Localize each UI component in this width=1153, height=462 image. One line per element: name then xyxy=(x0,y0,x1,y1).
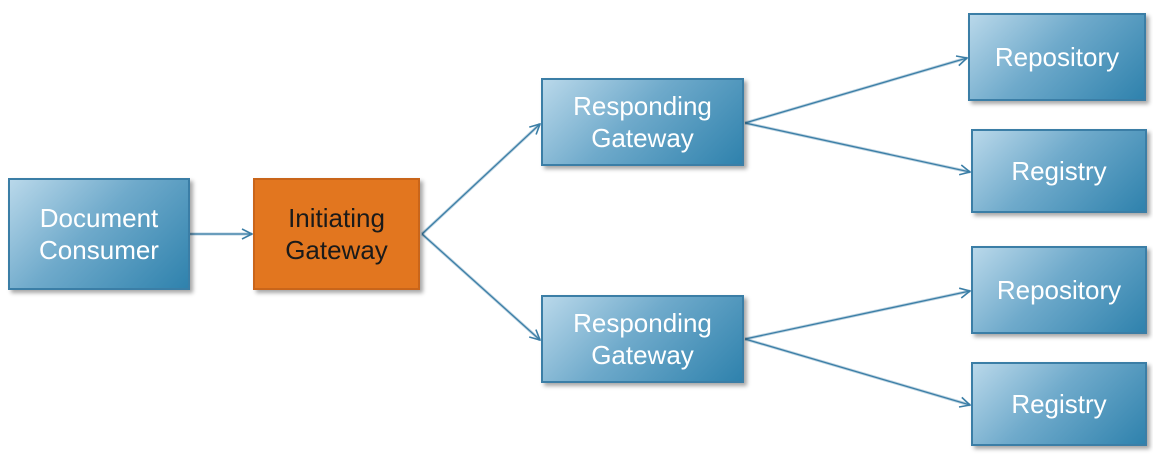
registry-top-label: Registry xyxy=(1011,155,1107,186)
registry-top-box: Registry xyxy=(971,129,1147,213)
responding-gateway-bottom-box: Responding Gateway xyxy=(541,295,744,383)
responding-gateway-top-box: Responding Gateway xyxy=(541,78,744,166)
arrow-initiating-to-responding-top-core xyxy=(421,124,540,235)
arrow-responding-top-to-repository-core xyxy=(744,58,967,124)
registry-bottom-box: Registry xyxy=(971,362,1147,446)
repository-bottom-label: Repository xyxy=(996,274,1122,305)
arrow-responding-top-to-registry-core xyxy=(744,122,970,172)
arrow-initiating-to-responding-bottom-core xyxy=(421,233,540,340)
responding-gateway-bottom-label: Responding Gateway xyxy=(573,307,712,371)
initiating-gateway-box: Initiating Gateway xyxy=(253,178,420,290)
repository-top-box: Repository xyxy=(968,13,1146,101)
initiating-gateway-label: Initiating Gateway xyxy=(285,202,388,266)
document-consumer-label: Document Consumer xyxy=(39,202,159,266)
arrow-responding-bottom-to-repository-core xyxy=(744,291,970,340)
repository-top-label: Repository xyxy=(994,41,1120,72)
registry-bottom-label: Registry xyxy=(1011,388,1107,419)
document-consumer-box: Document Consumer xyxy=(8,178,190,290)
arrow-responding-bottom-to-registry-core xyxy=(744,338,970,405)
repository-bottom-box: Repository xyxy=(971,246,1147,334)
responding-gateway-top-label: Responding Gateway xyxy=(573,90,712,154)
